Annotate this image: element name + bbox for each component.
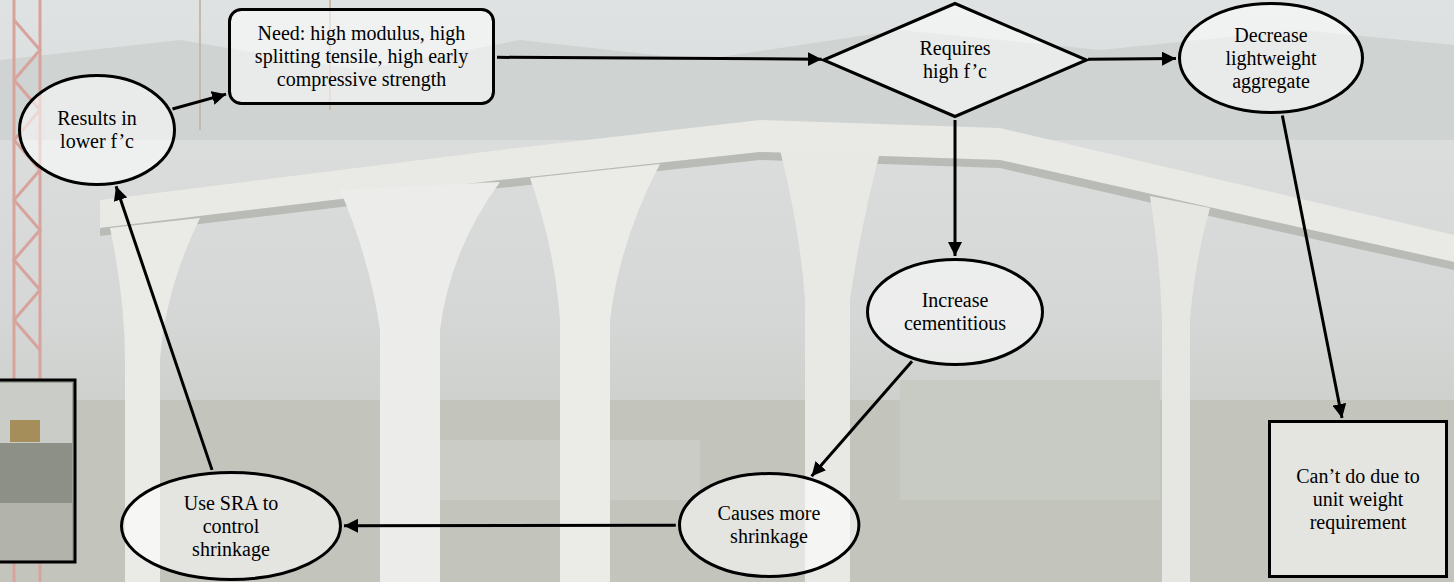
flow-arrow (116, 186, 212, 470)
inset-photo (0, 380, 75, 562)
node-text: Requires high f’c (910, 37, 1000, 83)
process-ellipse: Increase cementitious (866, 258, 1044, 366)
flow-arrow (172, 94, 226, 109)
flow-arrow (344, 524, 676, 528)
node-text: Can’t do due to unit weight requirement (1293, 465, 1423, 534)
flow-arrow (954, 120, 957, 256)
process-ellipse: Results in lower f’c (18, 74, 176, 186)
flow-arrow (497, 57, 822, 59)
flow-arrow (1282, 116, 1342, 418)
terminal-box: Can’t do due to unit weight requirement (1268, 420, 1448, 578)
process-ellipse: Decrease lightweight aggregate (1178, 2, 1364, 114)
flow-arrow (812, 361, 912, 476)
node-text: Causes more shrinkage (709, 502, 829, 548)
node-text: Decrease lightweight aggregate (1221, 24, 1321, 93)
process-ellipse: Use SRA to control shrinkage (120, 471, 342, 581)
decision-diamond: Requires high f’c (822, 2, 1088, 118)
node-text: Use SRA to control shrinkage (176, 492, 286, 561)
node-text: Increase cementitious (900, 289, 1010, 335)
process-ellipse: Causes more shrinkage (678, 472, 860, 578)
node-text: Need: high modulus, high splitting tensi… (239, 22, 484, 91)
flow-arrow (1088, 57, 1176, 61)
node-text: Results in lower f’c (47, 107, 147, 153)
process-box: Need: high modulus, high splitting tensi… (228, 8, 495, 105)
